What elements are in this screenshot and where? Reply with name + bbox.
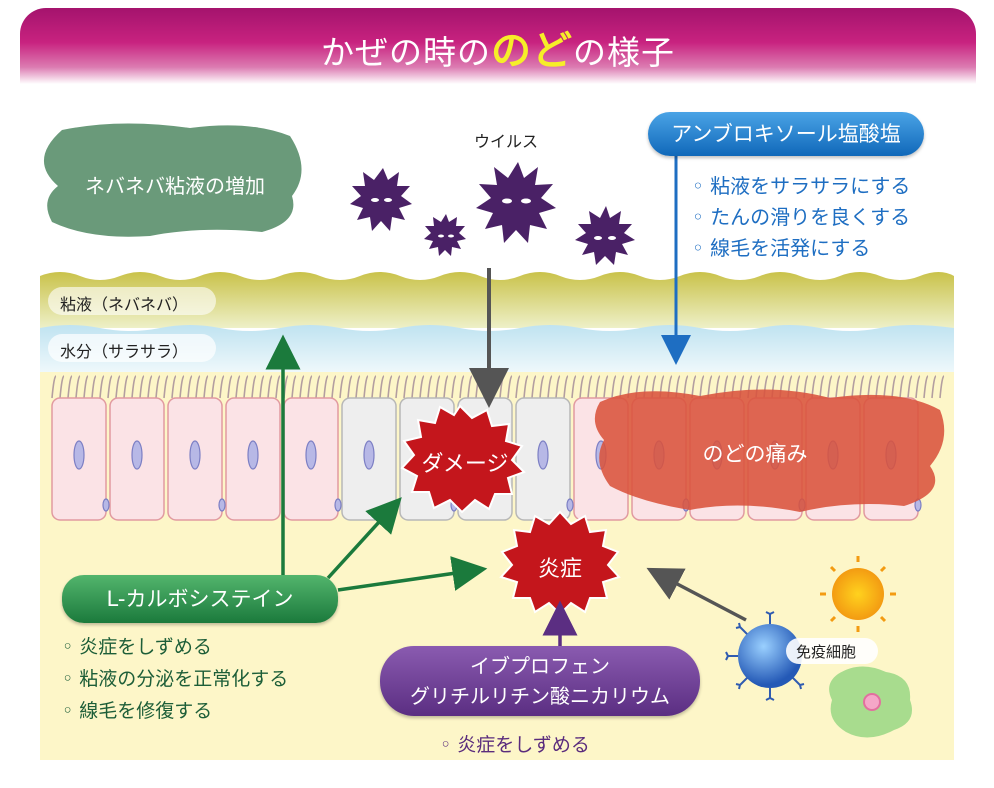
mucus-blob: [43, 123, 302, 237]
sun-spikes: [820, 556, 896, 632]
lcarbocisteine-pill: L-カルボシステイン: [62, 575, 338, 623]
ibuprofen-effect: ◦ 炎症をしずめる: [440, 734, 590, 756]
throat-pain-region: [594, 389, 945, 512]
immune-cells-badge: [786, 638, 878, 664]
water-layer-badge: [48, 334, 216, 362]
virus-eyes: [371, 198, 616, 240]
virus-icon: [350, 162, 635, 265]
page-title: かぜの時ののどの様子: [321, 28, 675, 74]
title-banner: [20, 8, 976, 84]
lymphocyte-receptors: [725, 611, 805, 701]
ibuprofen-line1: イブプロフェン: [470, 654, 610, 678]
ambroxol-pill: アンブロキソール塩酸塩: [648, 112, 924, 156]
mucus-increase-label: ネバネバ粘液の増加: [85, 174, 265, 198]
lcarbo-arrow-damage: [326, 497, 402, 580]
mucus-layer-label: 粘液（ネバネバ）: [60, 295, 189, 314]
lcarbo-arrow-inflammation: [337, 556, 488, 592]
damage-label: ダメージ: [421, 452, 509, 477]
throat-pain-label: のどの痛み: [702, 442, 808, 466]
ambroxol-effect: ◦ 粘液をサラサラにする: [692, 174, 911, 198]
ibuprofen-line2: グリチルリチン酸ニカリウム: [410, 684, 670, 708]
cilia-row: [51, 375, 945, 399]
damage-burst: [400, 404, 526, 514]
water-layer-label: 水分（サラサラ）: [60, 342, 189, 361]
inflammation-label: 炎症: [537, 557, 582, 582]
granulocyte: [832, 568, 884, 620]
immune-cells-label: 免疫細胞: [796, 643, 857, 661]
mucus-layer: [40, 272, 954, 328]
macrophage-nucleus: [863, 693, 881, 711]
immune-arrow: [646, 567, 747, 622]
ambroxol-effect: ◦ 線毛を活発にする: [692, 236, 871, 260]
mucus-layer-badge: [48, 287, 216, 315]
ibuprofen-pill: イブプロフェン グリチルリチン酸ニカリウム: [380, 646, 700, 716]
lcarbocisteine-effect: ◦ 線毛を修復する: [62, 700, 213, 722]
lcarbocisteine-effect: ◦ 粘液の分泌を正常化する: [62, 668, 289, 690]
virus-label: ウイルス: [474, 132, 539, 151]
ambroxol-effect: ◦ たんの滑りを良くする: [692, 205, 911, 229]
lymphocyte: [738, 624, 802, 688]
lcarbocisteine-effect: ◦ 炎症をしずめる: [62, 636, 212, 658]
